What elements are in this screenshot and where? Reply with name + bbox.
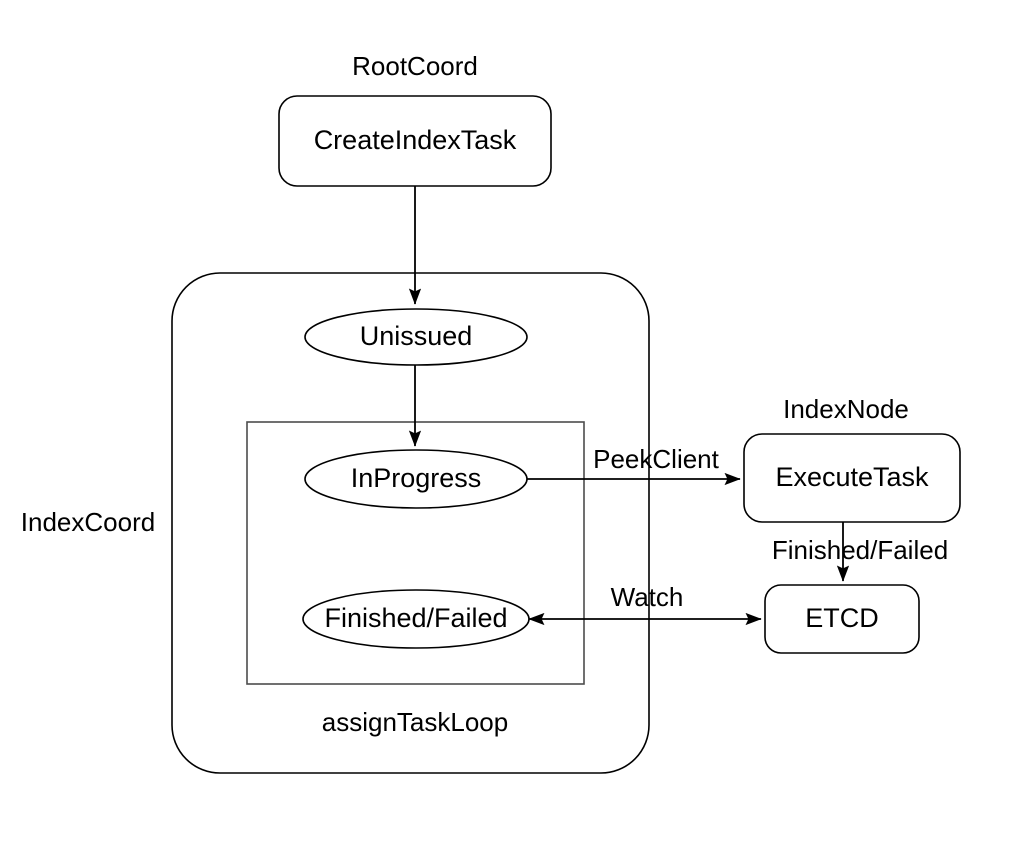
- group-label-indexnode: IndexNode: [783, 394, 909, 424]
- node-finished-failed-state-label: Finished/Failed: [324, 603, 507, 633]
- edge-label-watch: Watch: [611, 582, 684, 612]
- node-in-progress-label: InProgress: [351, 463, 482, 493]
- node-execute-task[interactable]: [743, 433, 961, 523]
- edge-label-peekclient: PeekClient: [593, 444, 720, 474]
- node-create-index-task[interactable]: [278, 95, 552, 187]
- node-execute-task-label: ExecuteTask: [775, 462, 929, 492]
- node-etcd-label: ETCD: [805, 603, 879, 633]
- node-unissued[interactable]: [304, 308, 528, 366]
- group-indexcoord-border: [171, 272, 650, 774]
- group-label-indexcoord: IndexCoord: [21, 507, 155, 537]
- node-unissued-label: Unissued: [360, 321, 473, 351]
- node-in-progress[interactable]: [304, 449, 528, 509]
- group-label-rootcoord: RootCoord: [352, 51, 478, 81]
- group-label-assigntaskloop: assignTaskLoop: [322, 707, 508, 737]
- node-finished-failed-state[interactable]: [302, 589, 530, 649]
- edge-label-finished-failed: Finished/Failed: [772, 535, 948, 565]
- node-etcd[interactable]: [764, 584, 920, 654]
- node-create-index-task-label: CreateIndexTask: [314, 125, 517, 155]
